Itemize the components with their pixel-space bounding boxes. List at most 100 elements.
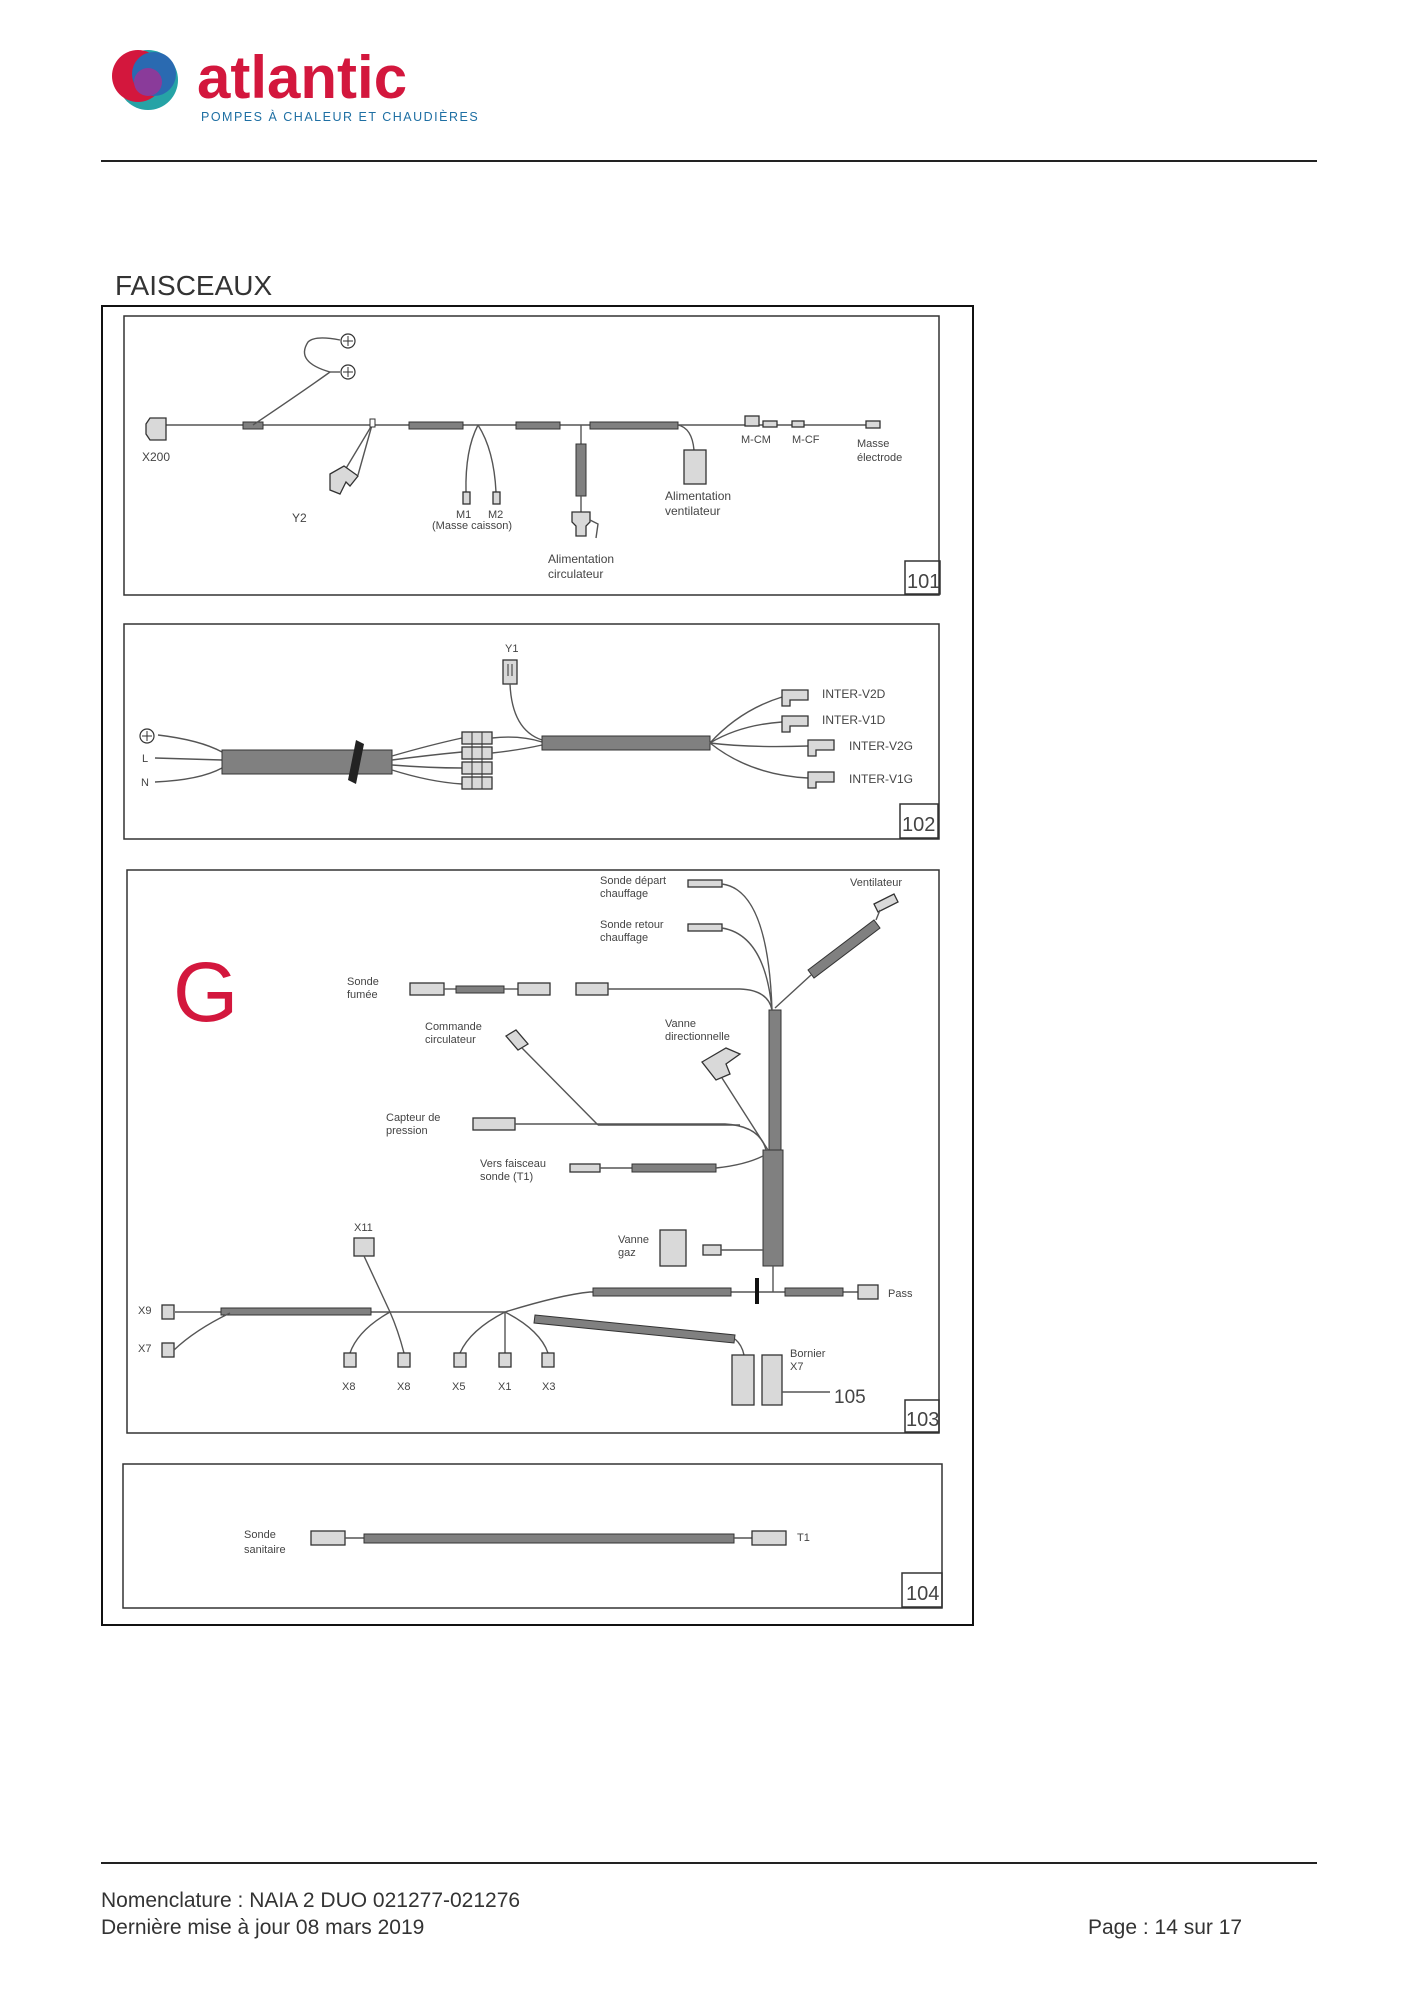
panel-103-ref: 103 — [906, 1409, 939, 1431]
label-sdc-1: Sonde départ — [600, 875, 666, 887]
panel-102-ref: 102 — [902, 814, 935, 836]
connector-t1 — [751, 1530, 787, 1546]
footer-rule — [101, 1862, 1317, 1864]
panel-101: 101 X200 Y2 M1 M2 (Masse caisson) — [123, 315, 941, 596]
connector-pass — [857, 1284, 879, 1300]
connector-bornier-x7-b — [761, 1354, 783, 1406]
label-y2: Y2 — [292, 511, 307, 525]
footer-nomenclature: Nomenclature : NAIA 2 DUO 021277-021276 — [101, 1889, 521, 1912]
connector-inter-v1g — [807, 771, 835, 789]
label-x1: X1 — [498, 1381, 511, 1393]
label-bornier-1: Bornier — [790, 1348, 826, 1360]
section-title: FAISCEAUX — [115, 270, 273, 301]
connector-masse-electrode — [865, 420, 881, 429]
connector-inter-v2d — [781, 689, 809, 707]
label-x11: X11 — [354, 1222, 373, 1234]
terminal-block — [461, 731, 493, 790]
connector-x9 — [161, 1304, 175, 1320]
label-y1: Y1 — [505, 643, 518, 655]
panel-101-ref: 101 — [907, 571, 940, 593]
connector-alim-circulateur — [571, 511, 591, 537]
brand-tagline: POMPES À CHALEUR ET CHAUDIÈRES — [201, 109, 479, 124]
connector-m1 — [462, 491, 471, 505]
label-cp-2: pression — [386, 1125, 428, 1137]
connector-y1 — [502, 659, 518, 685]
connector-mcm — [744, 415, 760, 427]
label-vfs-2: sonde (T1) — [480, 1171, 533, 1183]
connector-vers-faisceau-sonde — [569, 1163, 601, 1173]
label-sf-1: Sonde — [347, 976, 379, 988]
label-mcm: M-CM — [741, 434, 771, 446]
label-inter-v2g: INTER-V2G — [849, 739, 913, 753]
connector-vanne-directionnelle — [701, 1047, 742, 1081]
connector-x5 — [453, 1352, 467, 1368]
connector-sonde-sanitaire — [310, 1530, 346, 1546]
label-n: N — [141, 777, 149, 789]
label-x7: X7 — [138, 1343, 151, 1355]
connector-y2 — [329, 465, 359, 495]
label-bornier-2: X7 — [790, 1361, 803, 1373]
label-alim-vent-1: Alimentation — [665, 489, 731, 503]
label-src-1: Sonde retour — [600, 919, 664, 931]
label-vg-2: gaz — [618, 1247, 636, 1259]
atlantic-logo: atlantic POMPES À CHALEUR ET CHAUDIÈRES — [112, 44, 479, 124]
label-x5: X5 — [452, 1381, 465, 1393]
connector-x1 — [498, 1352, 512, 1368]
brand-name: atlantic — [197, 44, 407, 111]
label-alim-circ-2: circulateur — [548, 567, 603, 581]
label-ventilateur: Ventilateur — [850, 877, 902, 889]
label-vfs-1: Vers faisceau — [480, 1158, 546, 1170]
panel-104-ref-box — [901, 1572, 943, 1608]
connector-x7-left — [161, 1342, 175, 1358]
panel-102: 102 L N Y1 — [123, 623, 940, 840]
label-x9: X9 — [138, 1305, 151, 1317]
header-rule — [101, 160, 1317, 162]
label-x200: X200 — [142, 450, 170, 464]
label-inter-v1g: INTER-V1G — [849, 772, 913, 786]
connector-capteur-pression — [472, 1117, 516, 1131]
label-m2: M2 — [488, 509, 503, 521]
connector-x200 — [145, 417, 167, 441]
label-ss-2: sanitaire — [244, 1544, 286, 1556]
connector-m2 — [492, 491, 501, 505]
connector-bornier-x7-a — [731, 1354, 755, 1406]
label-x8b: X8 — [397, 1381, 410, 1393]
label-src-2: chauffage — [600, 932, 648, 944]
label-sf-2: fumée — [347, 989, 378, 1001]
label-inter-v1d: INTER-V1D — [822, 713, 886, 727]
connector-x11 — [353, 1237, 375, 1257]
label-vd-1: Vanne — [665, 1018, 696, 1030]
label-masse-caisson: (Masse caisson) — [432, 520, 512, 532]
label-masse-2: électrode — [857, 452, 902, 464]
label-masse-1: Masse — [857, 438, 889, 450]
label-alim-circ-1: Alimentation — [548, 552, 614, 566]
label-cp-1: Capteur de — [386, 1112, 440, 1124]
label-cc-1: Commande — [425, 1021, 482, 1033]
panel-104-ref: 104 — [906, 1583, 939, 1605]
label-pass: Pass — [888, 1288, 913, 1300]
panel-104: 104 Sonde sanitaire T1 — [122, 1463, 943, 1609]
panel-103: 103 G Sonde départ chauffage Sonde retou… — [126, 869, 940, 1434]
label-mcf: M-CF — [792, 434, 820, 446]
label-vg-1: Vanne — [618, 1234, 649, 1246]
connector-x3 — [541, 1352, 555, 1368]
panel-101-ref-box — [904, 560, 941, 595]
footer-page-number: Page : 14 sur 17 — [1088, 1916, 1243, 1939]
diagram-frame — [101, 305, 974, 1626]
label-sdc-2: chauffage — [600, 888, 648, 900]
label-vd-2: directionnelle — [665, 1031, 730, 1043]
connector-mcf — [791, 420, 805, 428]
label-l: L — [142, 753, 148, 765]
connector-sonde-retour — [687, 923, 723, 932]
label-ss-1: Sonde — [244, 1529, 276, 1541]
connector-inter-v2g — [807, 739, 835, 757]
footer-last-update: Dernière mise à jour 08 mars 2019 — [101, 1916, 425, 1939]
connector-alim-ventilateur — [683, 449, 707, 485]
panel-103-ref-box — [904, 1399, 940, 1433]
connector-x8b — [397, 1352, 411, 1368]
connector-x8a — [343, 1352, 357, 1368]
label-t1: T1 — [797, 1532, 810, 1544]
connector-inter-v1d — [781, 715, 809, 733]
connector-sonde-depart — [687, 879, 723, 888]
